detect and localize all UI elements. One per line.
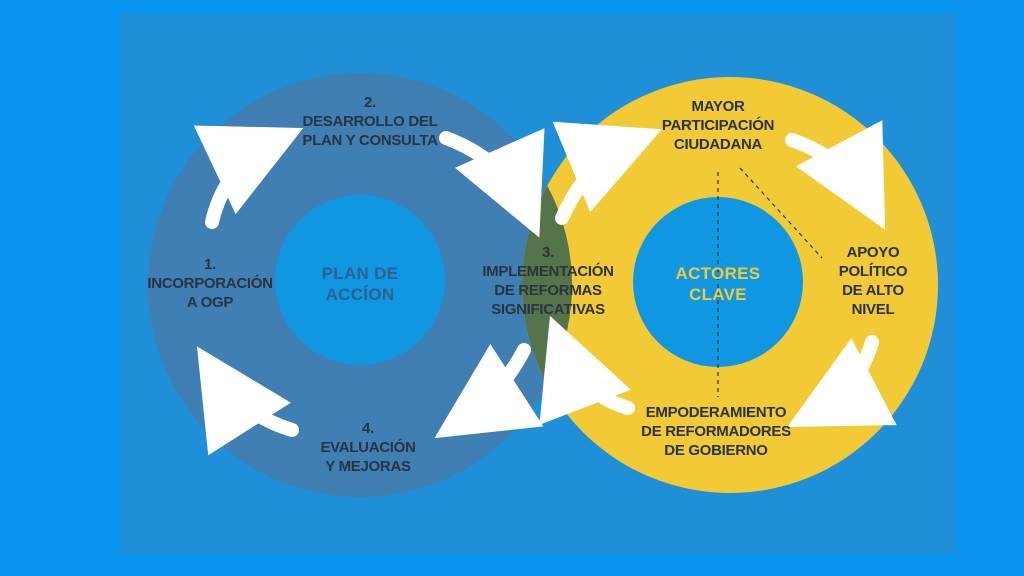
step3-label: 3. IMPLEMENTACIÓN DE REFORMAS SIGNIFICAT… bbox=[482, 244, 614, 318]
arrow-step1-to-step2 bbox=[193, 125, 304, 229]
arrow-step2-to-step3 bbox=[439, 128, 545, 238]
empoderamiento-label: EMPODERAMIENTO DE REFORMADORES DE GOBIER… bbox=[641, 404, 791, 459]
apoyo-politico-label: APOYO POLÍTICO DE ALTO NIVEL bbox=[838, 244, 908, 318]
right-inner-circle bbox=[633, 197, 803, 367]
arrow-step3-to-step4 bbox=[434, 343, 544, 439]
step1-label: 1. INCORPORACIÓN A OGP bbox=[147, 256, 273, 311]
step2-label: 2. DESARROLLO DEL PLAN Y CONSULTA bbox=[302, 94, 438, 149]
step4-label: 4. EVALUACIÓN Y MEJORAS bbox=[320, 420, 416, 475]
arrow-step3-to-participacion bbox=[552, 121, 662, 225]
arrow-apoyo-to-empoderamiento bbox=[787, 335, 897, 427]
arrow-empoderamiento-to-step3 bbox=[539, 315, 635, 425]
actores-clave-label: ACTORES CLAVE bbox=[675, 264, 761, 304]
arrow-step4-to-step1 bbox=[196, 346, 299, 456]
participacion-label: MAYOR PARTICIPACIÓN CIUDADANA bbox=[661, 98, 775, 153]
left-inner-circle bbox=[275, 195, 445, 365]
plan-de-accion-label: PLAN DE ACCÍON bbox=[321, 264, 399, 304]
arrow-participacion-to-apoyo bbox=[785, 120, 886, 230]
